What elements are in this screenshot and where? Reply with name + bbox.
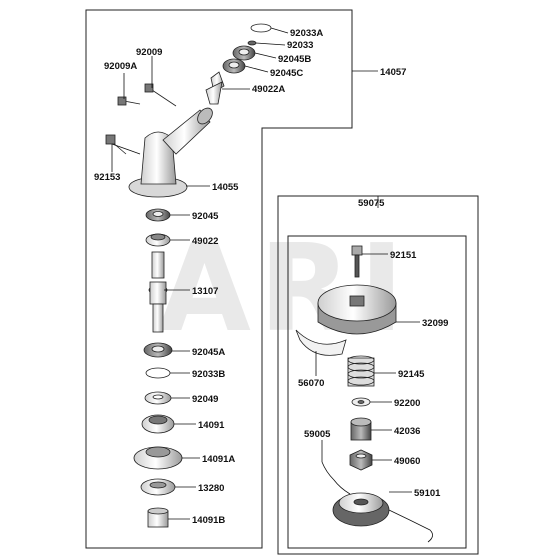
label-49060: 49060: [394, 456, 420, 467]
part-number-labels: 92033A 92033 92045B 92045C 49022A 14057 …: [94, 28, 448, 526]
label-13280: 13280: [198, 483, 224, 494]
snap-ring-92033: [247, 40, 257, 46]
bolt-92153: [105, 134, 127, 155]
circlip-92033A: [250, 23, 272, 33]
label-42036: 42036: [394, 426, 420, 437]
shaft-13107: [148, 251, 168, 333]
label-92033A: 92033A: [290, 28, 323, 39]
screw-92009A: [117, 96, 141, 106]
label-92045C: 92045C: [270, 68, 303, 79]
label-92151: 92151: [390, 250, 417, 261]
label-92009: 92009: [136, 47, 162, 58]
bevel-gear-49022A: [205, 71, 225, 105]
nut-49060: [349, 449, 373, 471]
label-49022: 49022: [192, 236, 218, 247]
bolt-92151: [351, 245, 363, 278]
label-92045A: 92045A: [192, 347, 225, 358]
bearing-92045B: [232, 45, 256, 61]
label-92009A: 92009A: [104, 61, 137, 72]
bearing-92045A: [143, 342, 173, 358]
label-59075: 59075: [358, 198, 385, 209]
label-14091A: 14091A: [202, 454, 235, 465]
label-13107: 13107: [192, 286, 218, 297]
label-56070: 56070: [298, 378, 324, 389]
label-92153: 92153: [94, 172, 120, 183]
leader-lines: [111, 27, 420, 520]
washer-92200: [351, 397, 371, 407]
cover-32099: [317, 284, 397, 335]
bevel-gear-49022: [145, 233, 171, 247]
head-assembly-inner-frame: [287, 235, 467, 549]
label-92033: 92033: [287, 40, 313, 51]
spool-59101: [332, 492, 433, 543]
label-32099: 32099: [422, 318, 448, 329]
label-14057: 14057: [380, 67, 406, 78]
label-59005: 59005: [304, 429, 331, 440]
holder-14091: [141, 414, 175, 434]
label-92049: 92049: [192, 394, 218, 405]
collar-14091B: [147, 507, 169, 528]
label-92200: 92200: [394, 398, 420, 409]
label-56070: [295, 329, 347, 356]
bearing-92045C: [222, 58, 246, 74]
head-assembly-outer-frame: [277, 195, 479, 555]
label-49022A: 49022A: [252, 84, 285, 95]
label-92045B: 92045B: [278, 54, 311, 65]
line-59005: [321, 461, 351, 495]
label-92145: 92145: [398, 369, 425, 380]
label-14091: 14091: [198, 420, 225, 431]
screw-92009: [144, 83, 177, 107]
upper-assembly-frame: [85, 9, 353, 549]
bearing-92045: [145, 208, 171, 222]
label-92045: 92045: [192, 211, 219, 222]
spring-92145: [347, 355, 375, 387]
bobbin-42036: [350, 417, 372, 441]
label-92033B: 92033B: [192, 369, 225, 380]
holder-14091A: [133, 446, 183, 470]
holder-13280: [140, 478, 176, 496]
label-14091B: 14091B: [192, 515, 225, 526]
label-14055: 14055: [212, 182, 239, 193]
circlip-92033B: [145, 367, 171, 379]
gear-case-14055: [128, 107, 213, 198]
washer-92049: [144, 391, 172, 405]
label-59101: 59101: [414, 488, 441, 499]
